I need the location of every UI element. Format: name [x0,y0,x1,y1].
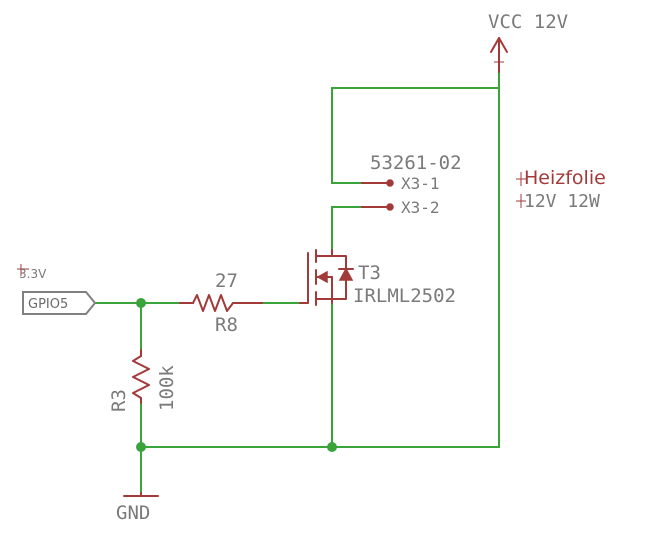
ground-label: GND [116,502,150,524]
mosfet-ref: T3 [358,262,381,284]
junction-ground-left [136,442,146,452]
vcc-symbol: VCC 12V [488,11,568,73]
r8-value: 27 [215,270,238,292]
gpio-port: 3.3V GPIO5 [17,264,97,315]
wires [95,71,500,494]
r8-ref: R8 [215,314,238,336]
resistor-r8: 27 R8 [179,270,263,336]
mosfet-t3: T3 IRLML2502 [299,249,456,307]
heater-label-group: Heizfolie 12V 12W [516,167,606,212]
channel-arrow-icon [316,270,328,284]
junction-ground-source [327,442,337,452]
heater-name: Heizfolie [524,167,606,189]
gpio-voltage: 3.3V [19,267,47,281]
x3-1-pin-icon [386,179,394,187]
gpio-name: GPIO5 [28,297,68,312]
gpio-port-flag [22,291,97,315]
vcc-label: VCC 12V [488,11,568,33]
resistor-r3: R3 100k [108,349,178,412]
connector-pin2-label: X3-2 [401,198,440,217]
vcc-to-x3-1-wire [331,87,500,184]
mosfet-part: IRLML2502 [353,285,456,307]
r3-value: 100k [156,365,178,411]
x3-2-to-drain-wire [331,206,363,251]
x3-2-pin-icon [386,203,394,211]
junction-gate-node [136,298,146,308]
r3-ref: R3 [108,389,130,412]
ground-symbol: GND [116,492,159,524]
body-diode-icon [338,267,354,281]
connector-x3: 53261-02 X3-1 X3-2 [361,152,462,217]
connector-pin1-label: X3-1 [401,174,440,193]
connector-name: 53261-02 [370,152,462,174]
heater-rating: 12V 12W [524,191,600,212]
